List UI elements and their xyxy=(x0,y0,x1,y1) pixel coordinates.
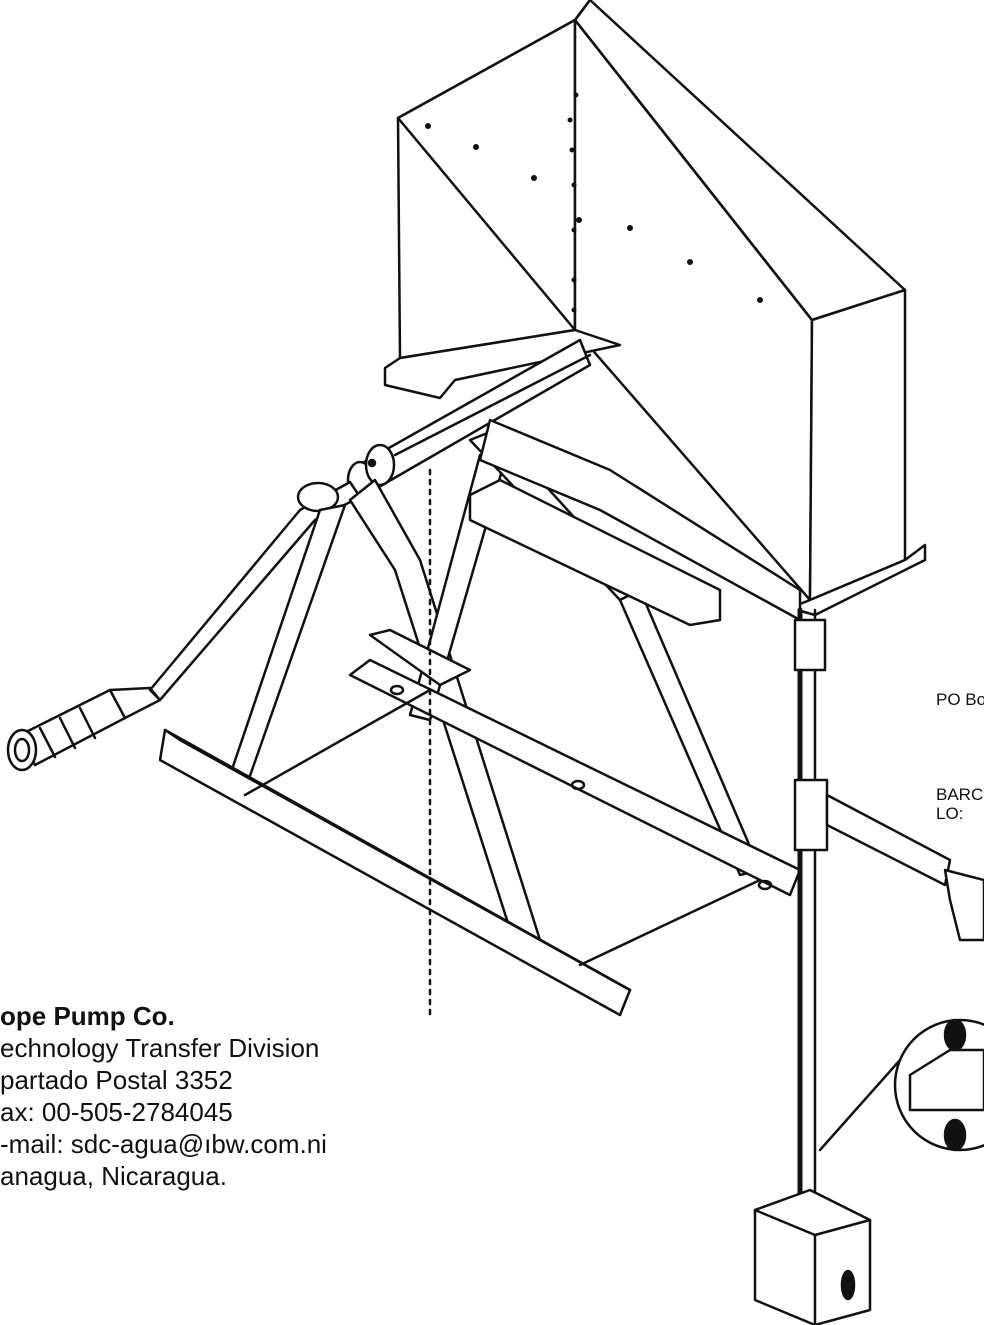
hood-flange xyxy=(383,328,622,400)
crank-handle xyxy=(6,480,362,772)
pump-rope xyxy=(428,468,817,1243)
company-name: ope Pump Co. xyxy=(0,1001,175,1031)
address-block: ope Pump Co. echnology Transfer Division… xyxy=(0,1000,327,1192)
hood-rivets xyxy=(425,92,763,313)
rising-main xyxy=(793,618,984,942)
po-box-label: PO Bo xyxy=(936,690,984,709)
division-name: echnology Transfer Division xyxy=(0,1033,320,1063)
email-address: -mail: sdc-agua@ıbw.com.ni xyxy=(0,1129,327,1159)
guide-box xyxy=(468,478,722,627)
barcode-label-line2: LO: xyxy=(936,804,964,823)
pump-base-box xyxy=(753,1188,872,1325)
city-country: anagua, Nicaragua. xyxy=(0,1161,227,1191)
postal-box: partado Postal 3352 xyxy=(0,1065,233,1095)
base-frame xyxy=(158,628,802,1017)
barcode-label-line1: BARC xyxy=(936,785,984,804)
fax-number: ax: 00-505-2784045 xyxy=(0,1097,233,1127)
barcode-label: BARC LO: xyxy=(936,785,983,823)
piston-detail xyxy=(818,1018,984,1152)
